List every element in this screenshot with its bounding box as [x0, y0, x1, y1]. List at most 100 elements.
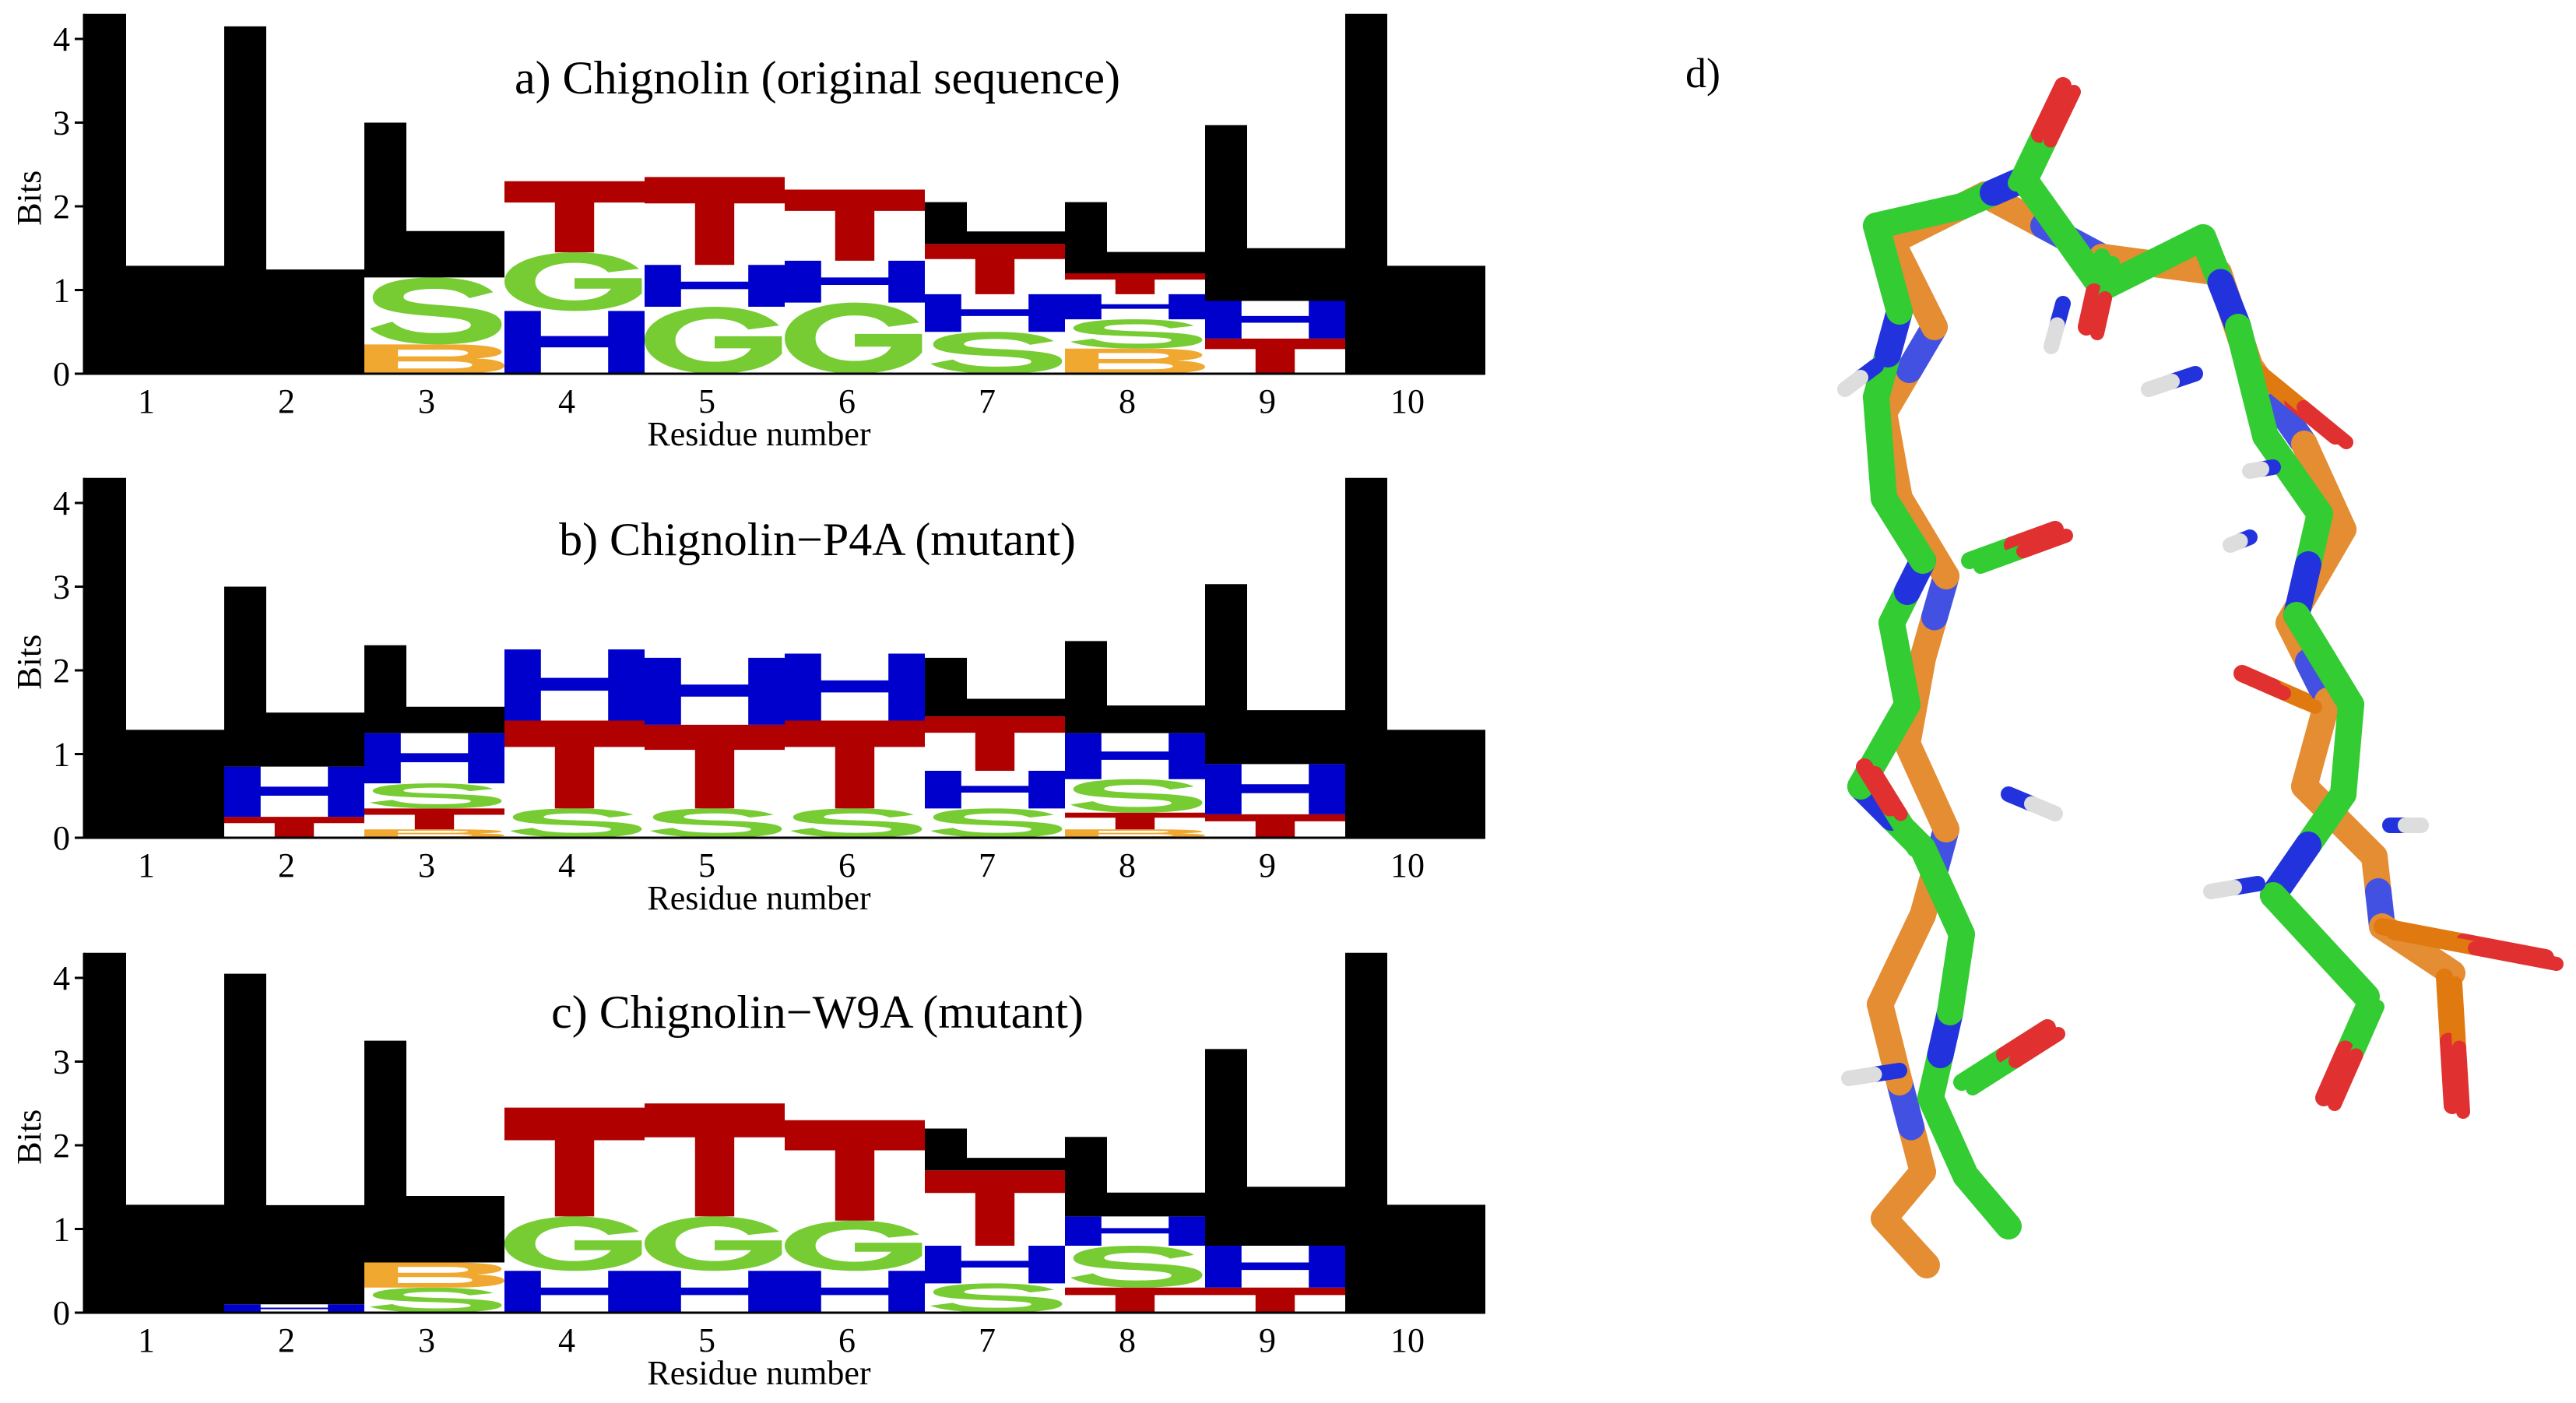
logo-letter-H	[224, 1304, 364, 1313]
logo-letter-L	[1205, 1049, 1345, 1246]
logo-letter-T	[1205, 1287, 1345, 1313]
logo-letter-H	[1065, 733, 1205, 779]
y-tick: 2	[53, 1127, 84, 1165]
y-tick: 0	[53, 1294, 84, 1332]
logo-letter-T	[1205, 814, 1345, 838]
logo-letter-L	[925, 657, 1065, 717]
logo-letter-S	[930, 1283, 1063, 1313]
y-tick-label: 1	[53, 272, 70, 310]
x-tick-label: 7	[979, 846, 996, 884]
carbonyl-group	[2008, 77, 2081, 196]
y-ticks: 0 1 2 3 4	[53, 959, 84, 1332]
amide-hydrogen	[2044, 296, 2071, 354]
logo-letter-L	[925, 202, 1065, 244]
logo-letter-T	[645, 1103, 785, 1217]
logo-panel-c: 0 1 2 3 4 1 2 3 4 5 6 7 8 9 10 c) Chigno…	[10, 952, 1485, 1392]
x-tick-label: 3	[418, 846, 435, 884]
logo-stacks	[84, 952, 1485, 1313]
x-tick-label: 9	[1259, 382, 1276, 420]
x-axis-label: Residue number	[647, 1354, 871, 1392]
logo-letter-L	[1205, 125, 1345, 301]
logo-letter-T	[1065, 812, 1205, 830]
bond-stick	[2078, 283, 2103, 336]
y-tick-label: 0	[53, 819, 70, 857]
carbonyl-group	[2374, 918, 2564, 971]
amide-hydrogen	[2001, 786, 2063, 821]
x-tick-label: 2	[278, 382, 295, 420]
carbonyl-group	[2436, 969, 2470, 1119]
bond-stick	[2004, 521, 2064, 554]
logo-letter-H	[1205, 764, 1345, 814]
x-tick-label: 9	[1259, 846, 1276, 884]
x-tick-label: 2	[278, 1321, 295, 1359]
logo-column	[645, 1103, 785, 1313]
amide-hydrogen	[2203, 876, 2265, 899]
x-axis-label: Residue number	[647, 415, 871, 453]
panel-title: c) Chignolin−W9A (mutant)	[551, 986, 1084, 1038]
y-tick: 1	[53, 1211, 84, 1249]
logo-column	[1345, 13, 1485, 374]
x-ticks: 1 2 3 4 5 6 7 8 9 10	[138, 1321, 1425, 1359]
logo-letter-T	[504, 1107, 645, 1217]
y-tick-label: 1	[53, 736, 70, 774]
logo-column	[1065, 641, 1205, 838]
bond-stick	[2254, 365, 2311, 414]
logo-letter-L	[1345, 13, 1485, 374]
bond-stick	[2008, 125, 2048, 192]
y-tick: 4	[53, 484, 84, 522]
backbone-chain	[1867, 181, 2465, 1278]
logo-letter-S	[650, 808, 782, 838]
logo-letter-L	[1345, 952, 1485, 1313]
molecular-structure-panel: d)	[1685, 50, 2564, 1278]
logo-letter-S	[930, 808, 1063, 838]
carbonyl-group	[1961, 521, 2073, 574]
logo-letter-H	[1205, 1246, 1345, 1288]
logo-letter-T	[645, 724, 785, 809]
logo-letter-L	[364, 1040, 504, 1263]
bond-stick	[2246, 673, 2291, 701]
logo-letter-H	[645, 1271, 785, 1313]
panel-title: a) Chignolin (original sequence)	[515, 52, 1120, 104]
logo-letter-S	[930, 332, 1063, 374]
x-tick-label: 4	[558, 846, 575, 884]
bond-stick	[2452, 1040, 2470, 1119]
y-tick-label: 2	[53, 652, 70, 690]
logo-letter-H	[925, 1246, 1065, 1284]
x-tick-label: 2	[278, 846, 295, 884]
x-tick-label: 6	[838, 382, 856, 420]
logo-letter-T	[925, 1170, 1065, 1246]
bond-stick	[2020, 133, 2058, 196]
bond-stick	[2044, 85, 2081, 148]
y-tick-label: 4	[53, 959, 70, 997]
x-tick-label: 3	[418, 382, 435, 420]
logo-panel-b: 0 1 2 3 4 1 2 3 4 5 6 7 8 9 10 b) Chigno…	[10, 477, 1485, 917]
logo-letter-L	[84, 477, 224, 838]
logo-column	[925, 657, 1065, 838]
bond-stick	[2008, 1027, 2065, 1068]
logo-column	[224, 973, 364, 1313]
x-ticks: 1 2 3 4 5 6 7 8 9 10	[138, 846, 1425, 884]
logo-letter-T	[645, 177, 785, 265]
logo-column	[84, 952, 224, 1313]
logo-letter-G	[645, 307, 782, 374]
x-tick-label: 7	[979, 382, 996, 420]
y-tick-label: 0	[53, 1294, 70, 1332]
logo-letter-T	[785, 720, 925, 809]
amide-hydrogen	[2141, 366, 2203, 397]
logo-letter-L	[364, 122, 504, 278]
logo-column	[504, 1107, 645, 1313]
logo-letter-T	[925, 716, 1065, 771]
y-tick-label: 3	[53, 104, 70, 142]
logo-letter-L	[1065, 202, 1205, 273]
logo-letter-H	[925, 771, 1065, 809]
bond-stick	[2203, 880, 2242, 899]
logo-letter-S	[790, 808, 923, 838]
x-tick-label: 4	[558, 382, 575, 420]
logo-letter-L	[1065, 1137, 1205, 1217]
bond-stick	[2386, 926, 2482, 955]
logo-column	[504, 181, 645, 374]
bond-stick	[2349, 1000, 2384, 1063]
bond-stick	[2024, 796, 2063, 821]
logo-stacks	[84, 13, 1485, 374]
